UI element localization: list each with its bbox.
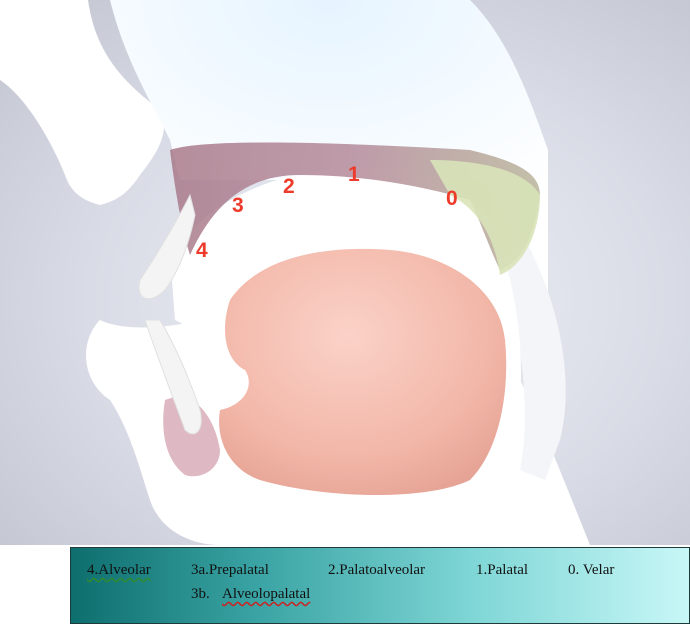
place-label-0: 0: [446, 187, 458, 210]
place-label-1: 1: [348, 163, 360, 186]
legend-alveolopalatal: Alveolopalatal: [222, 586, 310, 603]
legend-palatal: 1.Palatal: [476, 562, 528, 579]
place-label-2: 2: [283, 175, 295, 198]
tongue: [219, 249, 506, 495]
legend-prepalatal: 3a.Prepalatal: [191, 562, 269, 579]
legend-box: 4.Alveolar 3a.Prepalatal 2.Palatoalveola…: [70, 547, 690, 624]
place-label-4: 4: [196, 239, 208, 262]
legend-alveolopalatal-number: 3b.: [191, 586, 210, 603]
legend-palatoalveolar: 2.Palatoalveolar: [328, 562, 425, 579]
legend-velar: 0. Velar: [568, 562, 614, 579]
legend-alveolar: 4.Alveolar: [87, 562, 151, 579]
vocal-tract-diagram: 4 3 2 1 0: [0, 0, 690, 545]
place-label-3: 3: [232, 194, 244, 217]
